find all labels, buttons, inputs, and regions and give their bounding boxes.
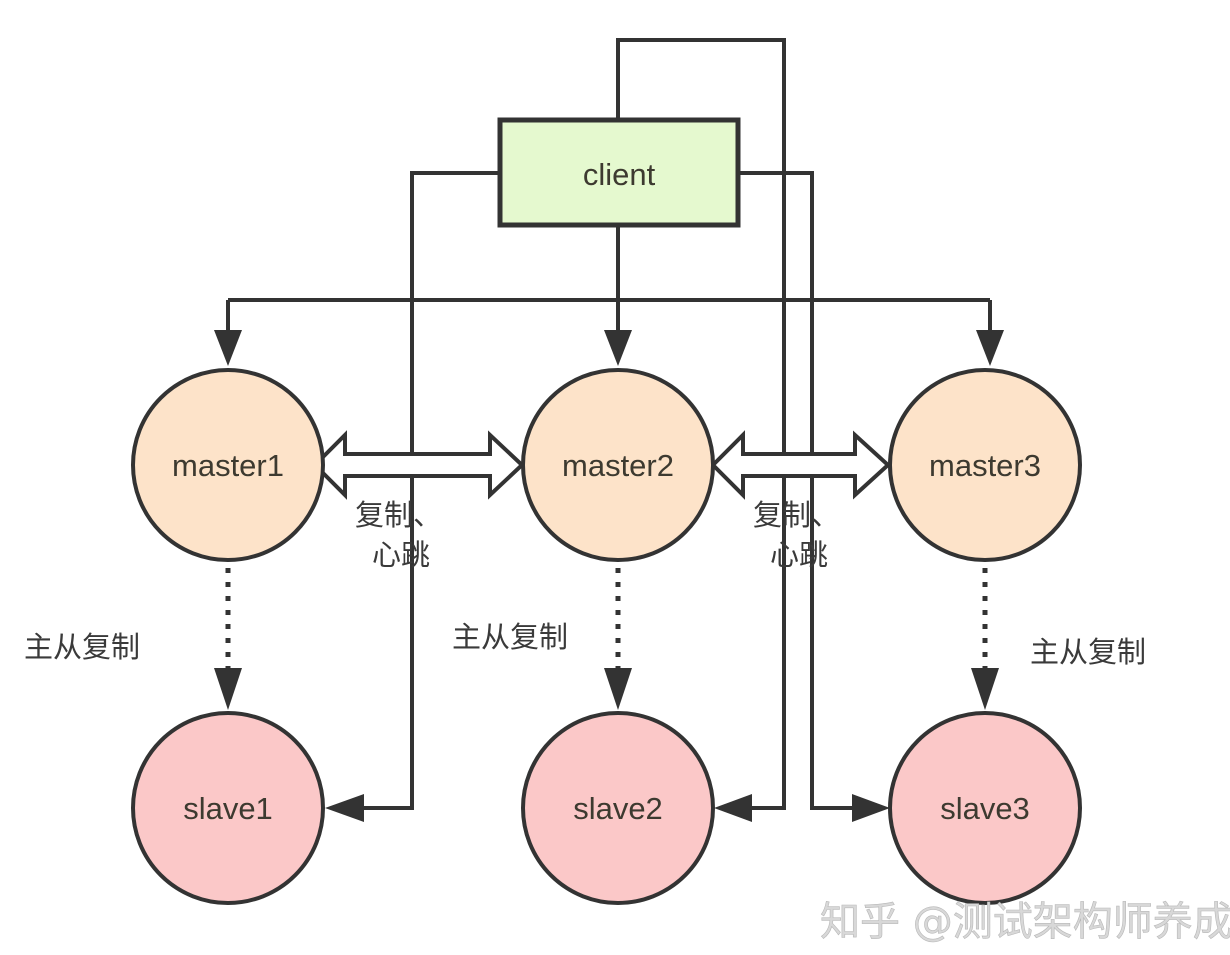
master1-node bbox=[131, 368, 325, 562]
slave2-label: slave2 bbox=[573, 791, 663, 826]
master3-label: master3 bbox=[929, 448, 1041, 483]
watermark: 知乎 @测试架构师养成 bbox=[820, 899, 1230, 945]
slave2-node bbox=[521, 711, 715, 905]
connector-client-to-slave1 bbox=[350, 171, 500, 810]
arrowhead-replication-3 bbox=[971, 668, 999, 710]
master2-node bbox=[521, 368, 715, 562]
slave1-node bbox=[131, 711, 325, 905]
arrowhead-replication-2 bbox=[604, 668, 632, 710]
double-arrow-master1-master2 bbox=[312, 430, 525, 500]
client-box bbox=[497, 117, 741, 228]
master2-label: master2 bbox=[562, 448, 674, 483]
replication-label-2-line2: 心跳 bbox=[770, 538, 828, 572]
client-label: client bbox=[583, 157, 656, 192]
connector-client-to-slave3 bbox=[738, 171, 865, 810]
master-slave-label-3: 主从复制 bbox=[1030, 635, 1146, 669]
slave3-label: slave3 bbox=[940, 791, 1030, 826]
slave3-node bbox=[888, 711, 1082, 905]
arrowhead-master1 bbox=[214, 330, 242, 366]
arrowhead-replication-1 bbox=[214, 668, 242, 710]
arrowhead-master3 bbox=[976, 330, 1004, 366]
arrowhead-slave3 bbox=[852, 794, 890, 822]
double-arrow-master2-master3 bbox=[710, 430, 891, 500]
arrowhead-slave2 bbox=[714, 794, 752, 822]
replication-label-2-line1: 复制、 bbox=[753, 498, 840, 532]
master1-label: master1 bbox=[172, 448, 284, 483]
arrowhead-master2 bbox=[604, 330, 632, 366]
master-slave-label-1: 主从复制 bbox=[24, 630, 140, 664]
replication-label-1-line1: 复制、 bbox=[355, 498, 442, 532]
master3-node bbox=[888, 368, 1082, 562]
replication-label-1-line2: 心跳 bbox=[372, 538, 430, 572]
connector-client-to-slave2 bbox=[616, 38, 786, 810]
slave1-label: slave1 bbox=[183, 791, 273, 826]
connector-client-to-masters bbox=[226, 225, 992, 340]
arrowhead-slave1 bbox=[325, 794, 364, 822]
master-slave-label-2: 主从复制 bbox=[452, 620, 568, 654]
